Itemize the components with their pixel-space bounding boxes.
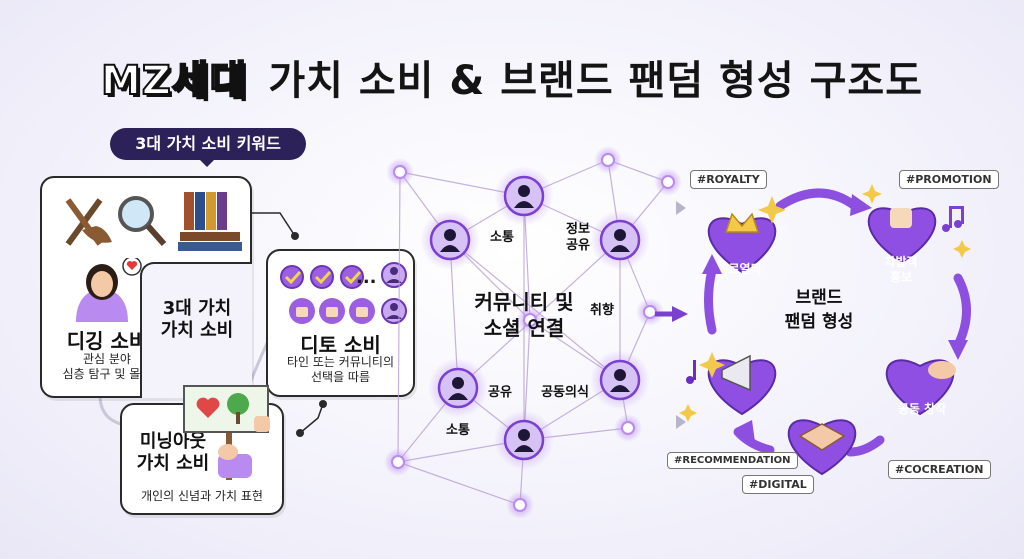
meaning-out-title: 미닝아웃 가치 소비 bbox=[136, 431, 210, 474]
network-dot bbox=[621, 421, 635, 435]
protest-sign-icon bbox=[183, 385, 270, 480]
network-dot bbox=[513, 498, 527, 512]
network-dot bbox=[601, 153, 615, 167]
title-mz: MZ세대 bbox=[100, 57, 248, 105]
music-note-icon-2 bbox=[686, 360, 696, 384]
user-body-icon bbox=[610, 245, 630, 252]
network-arrowhead bbox=[672, 306, 688, 322]
user-head-icon bbox=[444, 229, 456, 241]
net-label-2: 정보 공유 bbox=[566, 222, 590, 253]
ditto-desc: 타인 또는 커뮤니티의 선택을 따름 bbox=[287, 355, 394, 384]
page-title: MZ세대 가치 소비 & 브랜드 팬덤 형성 구조도 bbox=[0, 48, 1024, 106]
user-body-icon bbox=[514, 445, 534, 452]
network-dot bbox=[393, 165, 407, 179]
network-center-label: 커뮤니티 및 소셜 연결 bbox=[474, 290, 574, 340]
fandom-center-label: 브랜드 팬덤 형성 bbox=[784, 288, 854, 332]
keyword-pill: 3대 가치 소비 키워드 bbox=[110, 128, 306, 167]
cycle-arrows bbox=[704, 188, 971, 457]
net-label-1: 소통 bbox=[490, 230, 514, 245]
thumbs-up-icon bbox=[289, 298, 375, 324]
tag-royalty: #ROYALTY bbox=[690, 170, 767, 189]
thumbs-up-icon bbox=[890, 208, 912, 228]
user-body-icon bbox=[610, 385, 630, 392]
user-head-icon bbox=[614, 369, 626, 381]
heart-label-promotion: 자발적 홍보 bbox=[884, 255, 918, 284]
creation-hand-icon bbox=[928, 361, 956, 379]
user-body-icon bbox=[514, 201, 534, 208]
tag-recommendation: #RECOMMENDATION bbox=[667, 452, 798, 469]
ditto-title: 디토 소비 bbox=[300, 333, 381, 357]
network-nodes bbox=[420, 166, 650, 470]
user-head-icon bbox=[518, 429, 530, 441]
ditto-dots: ... bbox=[356, 267, 377, 288]
user-head-icon bbox=[614, 229, 626, 241]
network-dot bbox=[523, 313, 537, 327]
network-dot bbox=[661, 175, 675, 189]
check-circles-icon bbox=[280, 265, 364, 289]
digging-title: 디깅 소비 bbox=[66, 329, 148, 353]
heart-label-cocreation: 공동 창작 bbox=[897, 402, 947, 416]
net-label-6: 소통 bbox=[446, 423, 470, 438]
books-icon bbox=[178, 192, 242, 251]
crown-icon bbox=[724, 212, 760, 233]
user-body-icon bbox=[440, 245, 460, 252]
digging-icons bbox=[65, 192, 242, 251]
ditto-icons bbox=[280, 262, 407, 324]
tag-digital: #DIGITAL bbox=[742, 475, 814, 494]
net-label-3: 취향 bbox=[590, 303, 614, 318]
network-edge bbox=[397, 461, 521, 506]
user-head-icon bbox=[452, 377, 464, 389]
meaning-out-desc: 개인의 신념과 가치 표현 bbox=[141, 489, 263, 503]
ditto-card: ... 디토 소비 타인 또는 커뮤니티의 선택을 따름 bbox=[266, 249, 415, 397]
heart-label-royalty: 로열티 bbox=[728, 262, 762, 276]
title-main: 가치 소비 & 브랜드 팬덤 형성 구조도 bbox=[268, 58, 923, 104]
tag-promotion: #PROMOTION bbox=[899, 170, 999, 189]
user-avatar-icon bbox=[381, 262, 407, 324]
shovel-icon bbox=[65, 198, 112, 246]
sparkles bbox=[679, 184, 971, 422]
woman-icon bbox=[76, 258, 142, 322]
user-head-icon bbox=[518, 185, 530, 197]
net-label-4: 공유 bbox=[488, 385, 512, 400]
handshake-icon bbox=[798, 423, 846, 451]
music-note-icon bbox=[942, 206, 964, 232]
tag-cocreation: #COCREATION bbox=[888, 460, 991, 479]
digging-card-notch bbox=[140, 262, 252, 398]
magnifier-icon bbox=[118, 196, 167, 246]
network-dots bbox=[384, 146, 682, 519]
user-body-icon bbox=[448, 393, 468, 400]
network-dot bbox=[391, 455, 405, 469]
megaphone-icon bbox=[721, 354, 751, 392]
cycle-arrowheads bbox=[702, 194, 968, 442]
net-label-5: 공동의식 bbox=[541, 385, 589, 400]
network-edge bbox=[397, 171, 401, 463]
center-left-label: 3대 가치 가치 소비 bbox=[160, 298, 234, 341]
